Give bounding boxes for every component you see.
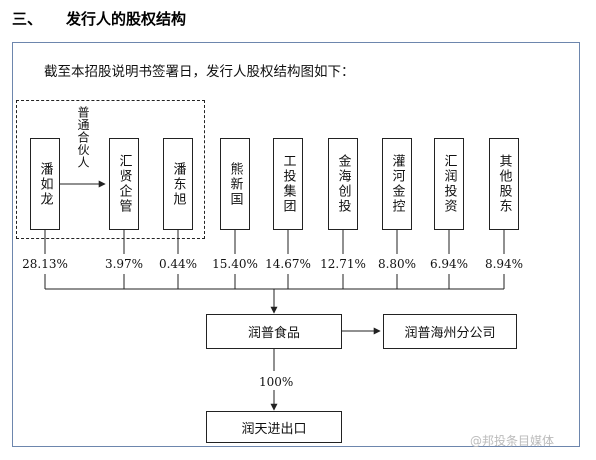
shareholder-box-guanhe: 灌河金控 — [382, 138, 412, 230]
section-number: 三、 — [12, 10, 43, 28]
holding-pct: 12.71% — [320, 257, 366, 271]
issuer-name: 润普食品 — [247, 326, 300, 341]
shareholder-box-others: 其他股东 — [489, 138, 519, 230]
shareholder-name: 灌河金控 — [389, 154, 405, 214]
shareholder-box-huixian: 汇贤企管 — [109, 138, 139, 230]
shareholder-name: 金海创投 — [335, 154, 351, 214]
holding-pct: 0.44% — [158, 257, 198, 271]
holding-pct: 6.94% — [429, 257, 469, 271]
subsidiary-name: 润天进出口 — [241, 421, 307, 437]
shareholder-box-pan-dongxu: 潘东旭 — [163, 138, 193, 230]
shareholder-name: 潘如龙 — [37, 161, 53, 207]
subsidiary-box: 润天进出口 — [206, 411, 342, 443]
shareholder-name: 汇润投资 — [441, 154, 457, 214]
shareholder-box-pan-rulong: 潘如龙 — [30, 138, 60, 230]
shareholder-name: 工投集团 — [280, 154, 296, 214]
holding-pct: 8.80% — [377, 257, 417, 271]
holder-drops — [44, 230, 505, 254]
holding-pct: 15.40% — [212, 257, 258, 271]
issuer-box: 润普食品 — [206, 314, 342, 349]
shareholder-name: 潘东旭 — [170, 161, 186, 207]
holding-pct: 8.94% — [484, 257, 524, 271]
diagram-frame — [12, 42, 580, 447]
shareholder-box-huirun: 汇润投资 — [434, 138, 464, 230]
holding-pct: 28.13% — [22, 257, 68, 271]
holding-pct: 14.67% — [265, 257, 311, 271]
controlling-group-box — [16, 100, 205, 239]
pct-drops — [44, 274, 505, 289]
shareholder-box-jinhai: 金海创投 — [328, 138, 358, 230]
branch-box: 润普海州分公司 — [383, 314, 517, 349]
section-title: 发行人的股权结构 — [66, 10, 187, 28]
shareholder-name: 汇贤企管 — [116, 154, 132, 214]
subsidiary-pct: 100% — [259, 375, 294, 389]
intro-text: 截至本招股说明书签署日，发行人股权结构图如下： — [44, 64, 355, 80]
holding-pct: 3.97% — [104, 257, 144, 271]
general-partner-label: 普通合伙人 — [76, 106, 90, 169]
watermark: @邦投条目媒体 — [470, 434, 555, 448]
shareholder-name: 熊新国 — [227, 161, 243, 207]
shareholder-box-xiong-xinguo: 熊新国 — [220, 138, 250, 230]
branch-name: 润普海州分公司 — [404, 326, 496, 341]
shareholder-name: 其他股东 — [496, 154, 512, 214]
shareholder-box-gongtou: 工投集团 — [273, 138, 303, 230]
